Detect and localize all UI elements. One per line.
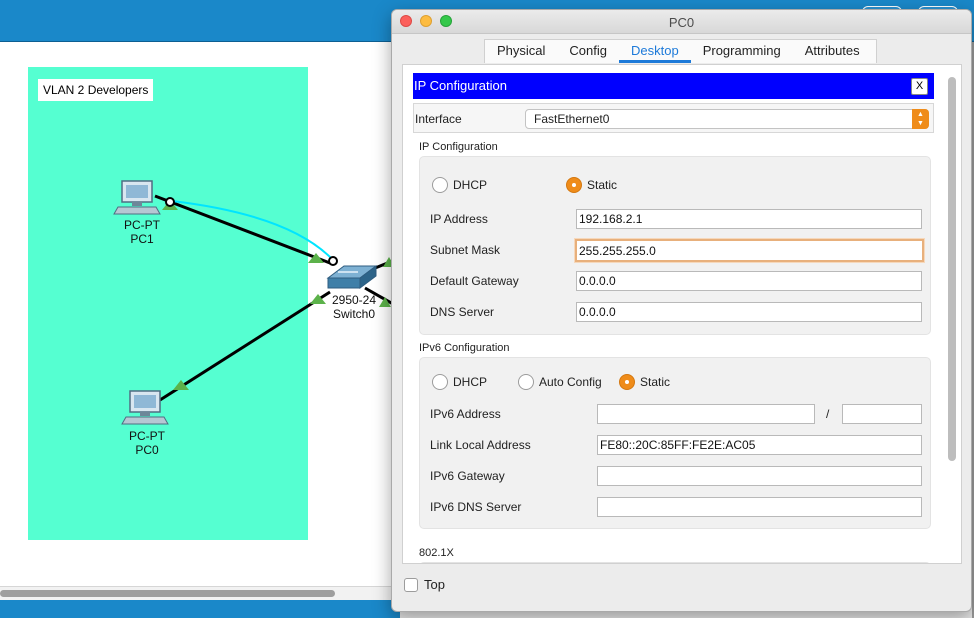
ip-configuration-header: IP Configuration X (413, 73, 934, 99)
panel-title: IP Configuration (414, 78, 507, 93)
link-local-address-label: Link Local Address (430, 438, 531, 452)
prefix-separator: / (826, 407, 830, 421)
tab-config[interactable]: Config (569, 43, 607, 58)
switch0-model-label: 2950-24 (331, 293, 377, 307)
workspace-scrollbar-thumb[interactable] (0, 590, 335, 597)
ipv6-static-label: Static (640, 375, 671, 389)
ipv4-static-radio[interactable]: Static (566, 177, 617, 193)
link-pc1-switch0[interactable] (154, 194, 331, 265)
interface-select[interactable]: FastEthernet0 ▲▼ (525, 109, 929, 129)
device-tabs: Physical Config Desktop Programming Attr… (484, 39, 877, 63)
ipv6-static-radio[interactable]: Static (619, 374, 670, 390)
vlan-area-label: VLAN 2 Developers (38, 79, 154, 101)
switch0-name-label: Switch0 (332, 307, 376, 321)
window-edge (972, 42, 974, 618)
dot1x-section-title: 802.1X (419, 547, 454, 559)
ipv4-dhcp-radio[interactable]: DHCP (432, 177, 487, 193)
radio-checked-icon (619, 374, 635, 390)
ipv6-dhcp-label: DHCP (453, 375, 488, 389)
ipv6-auto-config-label: Auto Config (539, 375, 602, 389)
tab-physical[interactable]: Physical (497, 43, 546, 58)
link-status-up-icon (310, 294, 326, 304)
window-titlebar[interactable]: PC0 (392, 10, 971, 34)
ipv6-prefix-input[interactable] (842, 404, 922, 424)
ipv6-gateway-input[interactable] (597, 466, 922, 486)
select-arrows-icon: ▲▼ (912, 109, 929, 129)
radio-unchecked-icon (432, 374, 448, 390)
link-pc0-switch0[interactable] (159, 290, 331, 402)
switch0-switch-icon[interactable] (326, 265, 378, 289)
ip-address-label: IP Address (430, 212, 488, 226)
ipv4-group: DHCP Static IP Address Subnet Mask Defau… (419, 156, 931, 335)
link-endpoint-icon (165, 197, 175, 207)
pc1-type-label: PC-PT (124, 218, 160, 232)
network-topology (113, 180, 400, 425)
tab-desktop[interactable]: Desktop (619, 40, 691, 63)
content-vertical-scrollbar[interactable] (948, 77, 956, 461)
link-local-address-input[interactable] (597, 435, 922, 455)
pc1-computer-icon[interactable] (113, 180, 161, 215)
ipv6-dns-server-label: IPv6 DNS Server (430, 500, 522, 514)
packet-path-highlight (171, 200, 334, 261)
radio-unchecked-icon (432, 177, 448, 193)
desktop-content: IP Configuration X Interface FastEtherne… (402, 64, 962, 564)
tab-attributes[interactable]: Attributes (804, 43, 860, 58)
radio-unchecked-icon (518, 374, 534, 390)
ipv6-address-input[interactable] (597, 404, 815, 424)
interface-row: Interface FastEthernet0 ▲▼ (413, 103, 934, 133)
default-gateway-input[interactable] (576, 271, 922, 291)
ipv6-address-label: IPv6 Address (430, 407, 501, 421)
ipv6-dhcp-radio[interactable]: DHCP (432, 374, 487, 390)
ipv6-gateway-label: IPv6 Gateway (430, 469, 505, 483)
subnet-mask-input[interactable] (575, 239, 924, 262)
link-status-up-icon (308, 253, 324, 263)
pc0-computer-icon[interactable] (121, 390, 169, 425)
ipv6-group: DHCP Auto Config Static IPv6 Address / L… (419, 357, 931, 529)
ipv4-dhcp-label: DHCP (453, 178, 488, 192)
window-maximize-button[interactable] (440, 15, 452, 27)
pc0-name-label: PC0 (135, 443, 159, 457)
ipv6-section-title: IPv6 Configuration (419, 342, 510, 354)
window-close-button[interactable] (400, 15, 412, 27)
dns-server-label: DNS Server (430, 305, 495, 319)
ipv4-static-label: Static (587, 178, 618, 192)
switch0-label: 2950-24 Switch0 (322, 293, 386, 321)
pc0-type-label: PC-PT (129, 429, 165, 443)
interface-selected-value: FastEthernet0 (534, 112, 610, 126)
dns-server-input[interactable] (576, 302, 922, 322)
pc0-label: PC-PT PC0 (117, 429, 177, 457)
radio-checked-icon (566, 177, 582, 193)
window-minimize-button[interactable] (420, 15, 432, 27)
ipv4-section-title: IP Configuration (419, 141, 498, 153)
ipv6-auto-config-radio[interactable]: Auto Config (518, 374, 602, 390)
vlan-cluster-area[interactable] (28, 67, 308, 540)
subnet-mask-label: Subnet Mask (430, 243, 501, 257)
workspace-bottom-bar (0, 600, 400, 618)
pc1-label: PC-PT PC1 (112, 218, 172, 246)
link-status-up-icon (379, 297, 391, 307)
always-on-top-toggle[interactable]: Top (404, 577, 445, 592)
link-endpoint-icon (328, 256, 338, 266)
ipv6-dns-server-input[interactable] (597, 497, 922, 517)
ip-address-input[interactable] (576, 209, 922, 229)
pc0-device-window: PC0 Physical Config Desktop Programming … (391, 9, 972, 612)
panel-close-button[interactable]: X (911, 78, 928, 95)
link-status-up-icon (173, 380, 189, 390)
interface-label: Interface (415, 112, 462, 126)
default-gateway-label: Default Gateway (430, 274, 519, 288)
pc1-name-label: PC1 (130, 232, 154, 246)
top-checkbox[interactable] (404, 577, 418, 592)
tab-programming[interactable]: Programming (702, 43, 781, 58)
dot1x-group (419, 562, 931, 563)
top-checkbox-label: Top (424, 577, 445, 592)
window-title: PC0 (668, 15, 695, 30)
